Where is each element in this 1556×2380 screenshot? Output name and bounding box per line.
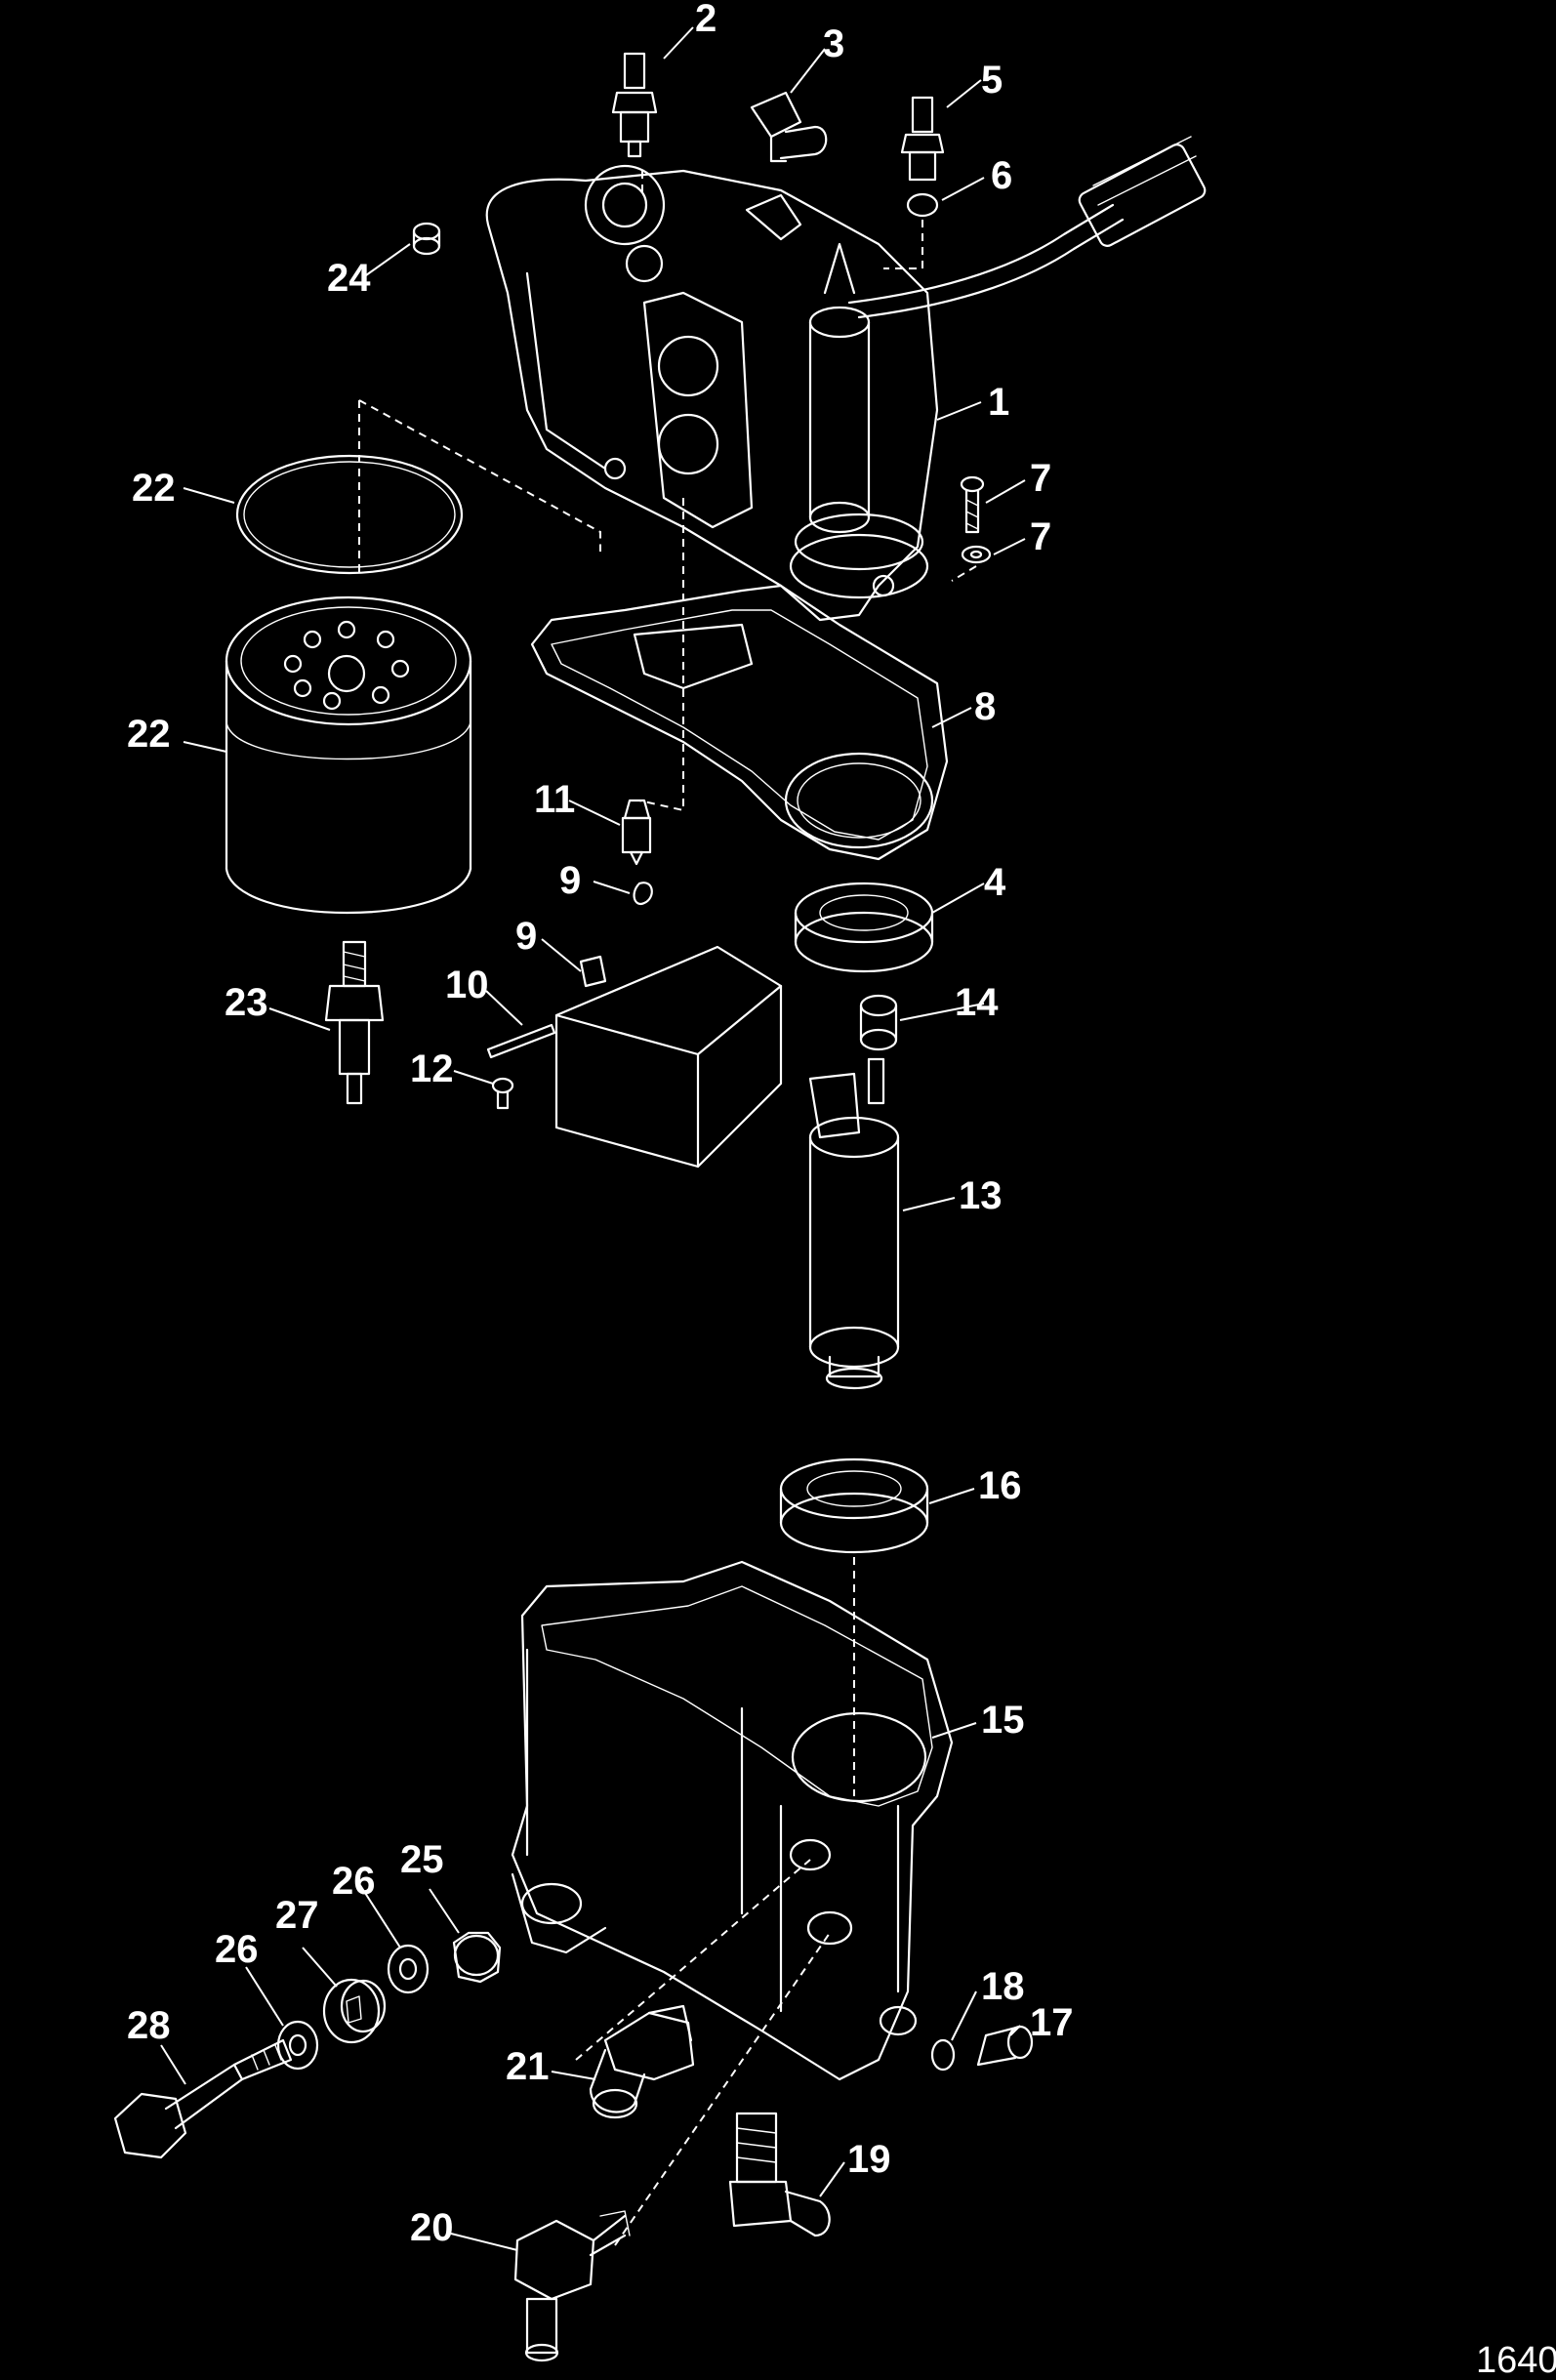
part-21-elbow-fitting bbox=[589, 2004, 695, 2119]
callout-23: 23 bbox=[225, 981, 268, 1024]
callout-24: 24 bbox=[327, 257, 371, 300]
callout-18: 18 bbox=[981, 1965, 1025, 2008]
part-12-screw bbox=[491, 1077, 514, 1110]
callout-26b: 26 bbox=[215, 1928, 259, 1971]
callout-20: 20 bbox=[410, 2206, 454, 2249]
callout-3: 3 bbox=[823, 22, 844, 65]
part-7-washer bbox=[961, 545, 992, 564]
part-24-plug bbox=[412, 222, 441, 256]
callout-22b: 22 bbox=[127, 713, 171, 756]
part-13-fuel-pump bbox=[808, 1057, 900, 1390]
callout-13: 13 bbox=[959, 1174, 1003, 1217]
callout-1: 1 bbox=[988, 381, 1009, 424]
part-15-lower-housing bbox=[511, 1560, 954, 2081]
part-3-elbow-fitting bbox=[750, 91, 828, 163]
part-23-water-sensor bbox=[324, 940, 385, 1105]
part-2-fitting bbox=[611, 52, 658, 158]
part-11-valve bbox=[621, 799, 652, 866]
callout-11: 11 bbox=[534, 778, 575, 821]
part-18-o-ring bbox=[930, 2038, 956, 2072]
part-9-clip bbox=[633, 882, 653, 906]
part-26-washer-upper bbox=[387, 1944, 430, 1994]
callout-12: 12 bbox=[410, 1047, 454, 1090]
part-6-o-ring bbox=[906, 192, 939, 218]
callout-14: 14 bbox=[955, 981, 999, 1024]
callout-28: 28 bbox=[127, 2004, 171, 2047]
callout-4: 4 bbox=[984, 861, 1006, 904]
callout-2: 2 bbox=[695, 0, 717, 40]
part-22-fuel-filter bbox=[225, 595, 472, 914]
callout-22a: 22 bbox=[132, 467, 176, 510]
callout-10: 10 bbox=[445, 964, 489, 1006]
callout-leaders bbox=[160, 26, 1026, 2251]
part-8-gasket bbox=[530, 584, 949, 861]
part-14-grommet bbox=[859, 994, 898, 1051]
callout-15: 15 bbox=[981, 1699, 1025, 1742]
callout-labels: 1 2 3 5 6 7 7 8 11 9 4 14 9 10 12 13 22 … bbox=[127, 0, 1074, 2249]
callout-21: 21 bbox=[506, 2045, 550, 2088]
callout-26a: 26 bbox=[332, 1860, 376, 1903]
part-27-plug bbox=[322, 1978, 387, 2044]
part-4-seal bbox=[794, 882, 934, 973]
part-16-seal bbox=[779, 1457, 929, 1554]
part-1-housing-assembly bbox=[485, 136, 1207, 622]
part-19-elbow-fitting bbox=[728, 2112, 831, 2237]
figure-number: 1640 bbox=[1476, 2340, 1556, 2380]
part-26-washer-lower bbox=[276, 2020, 319, 2071]
part-5-fitting bbox=[900, 96, 945, 182]
callout-27: 27 bbox=[275, 1894, 319, 1937]
callout-8: 8 bbox=[974, 685, 996, 728]
alignment-lines bbox=[358, 171, 977, 2246]
callout-25: 25 bbox=[400, 1838, 444, 1881]
callout-19: 19 bbox=[847, 2138, 891, 2181]
callout-7b: 7 bbox=[1030, 515, 1051, 558]
part-25-fitting bbox=[452, 1931, 502, 1984]
part-22-o-ring bbox=[235, 454, 464, 575]
part-20-elbow-fitting bbox=[513, 2210, 631, 2362]
callout-17: 17 bbox=[1030, 2001, 1074, 2044]
part-9-bracket bbox=[554, 945, 783, 1169]
callout-9a: 9 bbox=[559, 859, 581, 902]
callout-16: 16 bbox=[978, 1464, 1022, 1507]
part-28-bolt bbox=[113, 2038, 293, 2159]
callout-5: 5 bbox=[981, 59, 1003, 102]
part-17-screw bbox=[976, 2025, 1034, 2067]
callout-6: 6 bbox=[991, 154, 1012, 197]
part-7-screw bbox=[960, 475, 985, 534]
callout-7a: 7 bbox=[1030, 457, 1051, 500]
callout-9b: 9 bbox=[515, 915, 537, 958]
part-10-pin bbox=[486, 1023, 556, 1059]
